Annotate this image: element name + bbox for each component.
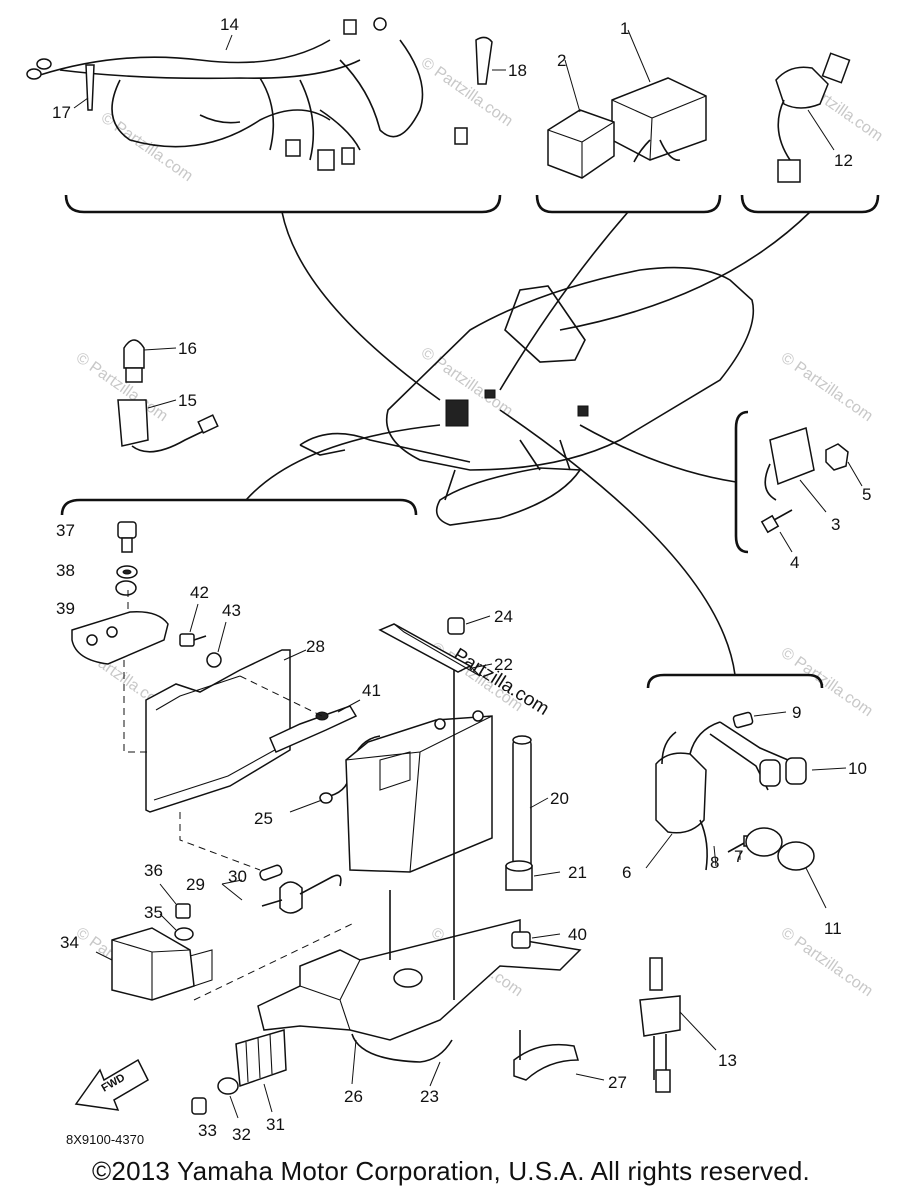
part-41-bracket [239, 675, 361, 753]
part-9-cap [732, 711, 787, 729]
part-12-main-switch [775, 52, 851, 183]
part-20-tube [512, 735, 549, 871]
part-40-nut [511, 931, 561, 949]
callout-27: 27 [608, 1073, 627, 1092]
part-11-boots [745, 827, 827, 909]
watermark: © Partzilla.com [418, 54, 516, 130]
part-5-nut [825, 443, 863, 487]
callout-21: 21 [568, 863, 587, 882]
part-34-relay [95, 921, 357, 1001]
diagram-part-code: 8X9100-4370 [66, 1132, 144, 1147]
part-15-socket [117, 399, 219, 453]
part-3-regulator [764, 427, 827, 513]
part-10-plug-caps [709, 721, 847, 791]
part-29-30-resistor [221, 864, 342, 914]
part-14-wire-harness [26, 17, 468, 171]
callout-37: 37 [56, 521, 75, 540]
callout-12: 12 [834, 151, 853, 170]
part-8-wire [699, 819, 717, 871]
callout-42: 42 [190, 583, 209, 602]
callout-28: 28 [306, 637, 325, 656]
part-16-bulb [123, 339, 177, 383]
part-39-grommet [115, 580, 137, 596]
copyright-notice: ©2013 Yamaha Motor Corporation, U.S.A. A… [92, 1156, 810, 1186]
callout-25: 25 [254, 809, 273, 828]
callout-23: 23 [420, 1087, 439, 1106]
callout-layer: 1 2 3 4 5 6 7 8 9 10 11 12 13 14 15 16 1… [52, 15, 871, 1144]
part-24-nut [447, 615, 491, 635]
callout-18: 18 [508, 61, 527, 80]
part-38-washer [116, 565, 138, 579]
callout-10: 10 [848, 759, 867, 778]
part-23-rod [351, 670, 455, 1087]
callout-43: 43 [222, 601, 241, 620]
exploded-parts-diagram: © Partzilla.com © Partzilla.com © Partzi… [26, 15, 886, 1147]
callout-2: 2 [557, 51, 566, 70]
part-31-connector-block [235, 1029, 287, 1113]
part-36-nut [159, 883, 191, 919]
callout-16: 16 [178, 339, 197, 358]
part-6-ignition-coil [645, 721, 721, 869]
callout-8: 8 [710, 853, 719, 872]
part-32-washer [217, 1077, 239, 1119]
part-18-band [475, 36, 506, 85]
snowmobile-outline [299, 266, 755, 526]
part-27-clamp [513, 1030, 605, 1081]
callout-14: 14 [220, 15, 239, 34]
callout-9: 9 [792, 703, 801, 722]
part-22-hold-bracket [378, 623, 493, 677]
callout-4: 4 [790, 553, 799, 572]
callout-41: 41 [362, 681, 381, 700]
callout-11: 11 [824, 919, 842, 938]
part-35-washer [159, 913, 194, 941]
part-2-cover [547, 59, 615, 179]
part-37-bolt [117, 521, 137, 553]
callout-15: 15 [178, 391, 197, 410]
part-28-cover-plate [123, 649, 307, 871]
part-42-screw [179, 603, 207, 647]
callout-22: 22 [494, 655, 513, 674]
callout-30: 30 [228, 867, 247, 886]
watermark: © Partzilla.com [778, 349, 876, 425]
part-13-toggle-switch [639, 957, 717, 1093]
part-4-bolt [760, 509, 793, 553]
callout-39: 39 [56, 599, 75, 618]
callout-36: 36 [144, 861, 163, 880]
bracket-plate [71, 590, 169, 665]
part-1-cdi-unit [611, 29, 707, 163]
callout-1: 1 [620, 19, 629, 38]
connection-lines [245, 211, 811, 676]
callout-35: 35 [144, 903, 163, 922]
callout-13: 13 [718, 1051, 737, 1070]
part-battery [345, 710, 493, 873]
callout-17: 17 [52, 103, 71, 122]
callout-3: 3 [831, 515, 840, 534]
part-21-grommet [505, 860, 561, 891]
callout-38: 38 [56, 561, 75, 580]
callout-29: 29 [186, 875, 205, 894]
callout-20: 20 [550, 789, 569, 808]
callout-32: 32 [232, 1125, 251, 1144]
callout-31: 31 [266, 1115, 285, 1134]
callout-24: 24 [494, 607, 513, 626]
fwd-arrow: FWD [74, 1058, 149, 1111]
callout-5: 5 [862, 485, 871, 504]
group-brackets [60, 194, 880, 689]
callout-33: 33 [198, 1121, 217, 1140]
callout-34: 34 [60, 933, 79, 952]
callout-26: 26 [344, 1087, 363, 1106]
callout-6: 6 [622, 863, 631, 882]
part-33-nut [191, 1097, 207, 1115]
part-26-base-bracket [257, 890, 582, 1085]
watermark-layer: © Partzilla.com © Partzilla.com © Partzi… [73, 54, 886, 1000]
callout-7: 7 [734, 847, 743, 866]
callout-40: 40 [568, 925, 587, 944]
part-17-clip [73, 64, 95, 111]
part-43-nut [206, 621, 227, 668]
